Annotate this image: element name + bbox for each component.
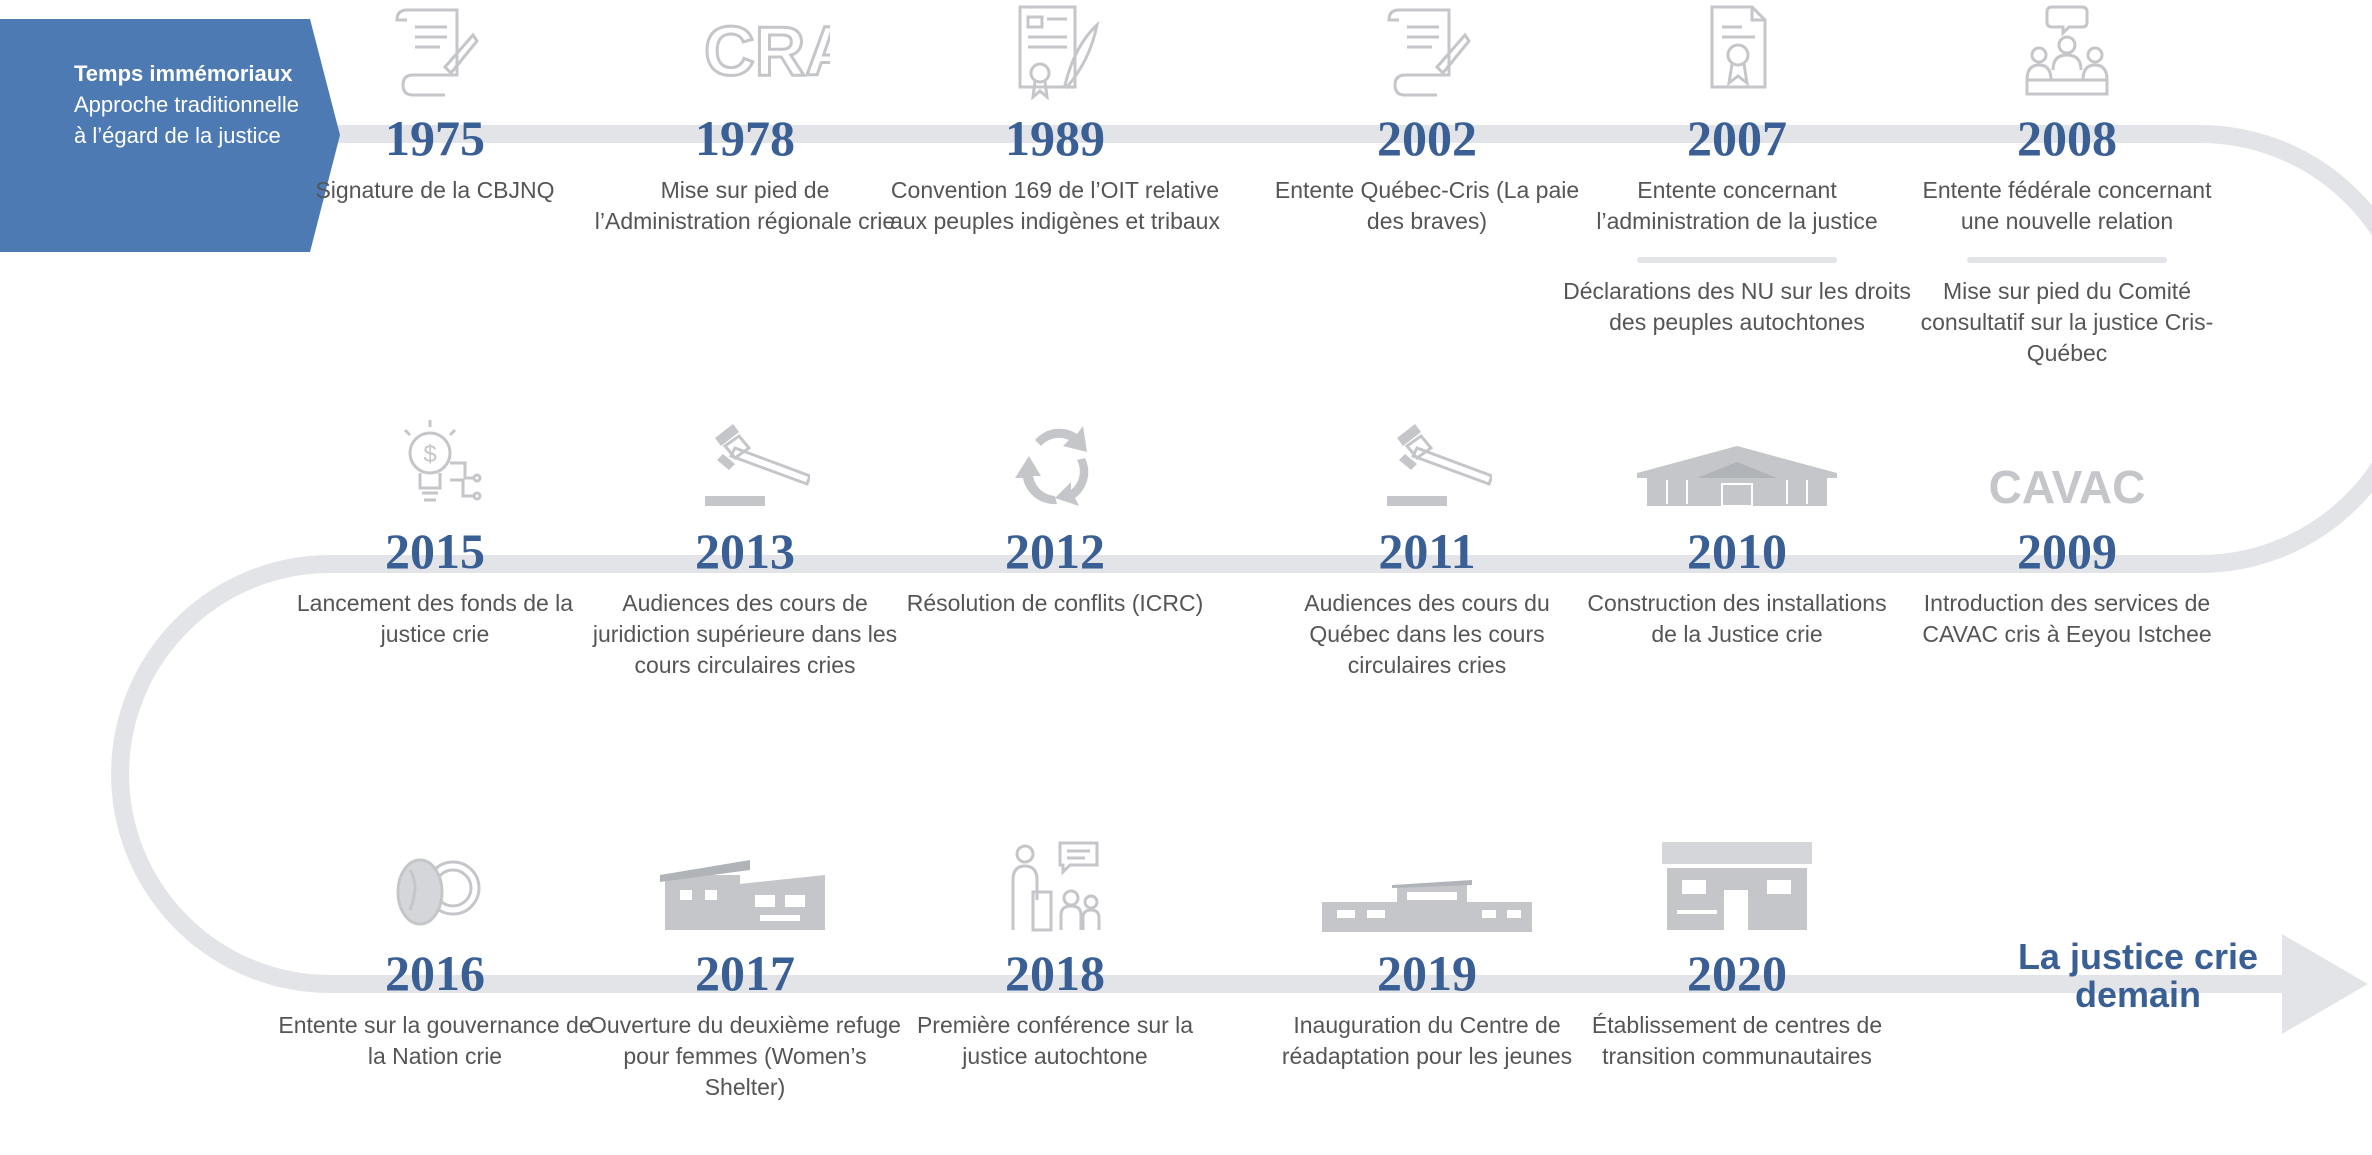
start-label: Temps immémoriaux Approche traditionnell…: [74, 58, 304, 151]
event-description-secondary: Mise sur pied du Comité consultatif sur …: [1920, 278, 2214, 366]
event-separator: [1637, 257, 1837, 263]
event-year: 1989: [1005, 110, 1105, 166]
event-separator: [1967, 257, 2167, 263]
event-year: 2007: [1687, 110, 1787, 166]
recycle-arrows-icon: [1015, 426, 1089, 506]
event-year: 1978: [695, 110, 795, 166]
event-description: Entente concernant l’administration de l…: [1596, 177, 1878, 234]
event-year: 2002: [1377, 110, 1477, 166]
end-label-line1: La justice crie: [2017, 936, 2259, 977]
start-title: Temps immémoriaux: [74, 61, 293, 86]
event-year: 1975: [385, 110, 485, 166]
event-year: 2018: [1005, 945, 1105, 1001]
event-description: Établissement de centres de transition c…: [1591, 1012, 1883, 1069]
document-quill-icon: [395, 8, 479, 97]
event-year: 2016: [385, 945, 485, 1001]
event-description: Entente fédérale concernant une nouvelle…: [1922, 177, 2212, 234]
timeline-arrowhead: [2282, 934, 2368, 1034]
svg-text:CAVAC: CAVAC: [1989, 461, 2146, 513]
gavel-icon: [705, 424, 810, 506]
cra-logo-icon: CRA: [703, 11, 830, 92]
event-description: Construction des installations de la Jus…: [1587, 590, 1887, 647]
event-description: Signature de la CBJNQ: [315, 177, 555, 203]
start-subtitle: Approche traditionnelle à l’égard de la …: [74, 92, 300, 148]
event-year: 2012: [1005, 523, 1105, 579]
event-description: Audiences des cours du Québec dans les c…: [1304, 590, 1550, 678]
rehab-center-icon: [1322, 880, 1532, 932]
event-description: Convention 169 de l’OIT relative aux peu…: [890, 177, 1220, 234]
document-quill-icon: [1387, 8, 1471, 97]
event-year: 2008: [2017, 110, 2117, 166]
meeting-people-icon: [2025, 5, 2109, 96]
event-description: Lancement des fonds de la justice crie: [296, 590, 574, 647]
certificate-icon: [1710, 5, 1767, 89]
end-label-line2: demain: [2074, 974, 2202, 1015]
event-description: Ouverture du deuxième refuge pour femmes…: [589, 1012, 901, 1100]
event-year: 2010: [1687, 523, 1787, 579]
funding-lightbulb-icon: $: [403, 420, 482, 502]
transition-house-icon: [1662, 842, 1812, 930]
event-description: Première conférence sur la justice autoc…: [916, 1012, 1194, 1069]
event-year: 2015: [385, 523, 485, 579]
shelter-building-icon: [660, 860, 825, 930]
event-description: Mise sur pied de l’Administration région…: [594, 177, 896, 234]
certificate-quill-icon: [1018, 5, 1100, 100]
event-year: 2020: [1687, 945, 1787, 1001]
event-description: Audiences des cours de juridiction supér…: [592, 590, 898, 678]
event-description: Résolution de conflits (ICRC): [906, 590, 1204, 616]
event-description: Entente sur la gouvernance de la Nation …: [278, 1012, 592, 1069]
start-marker: [0, 19, 340, 252]
event-year: 2019: [1377, 945, 1477, 1001]
event-description: Entente Québec-Cris (La paie des braves): [1274, 177, 1580, 234]
event-year: 2017: [695, 945, 795, 1001]
end-label: La justice crie demain: [1988, 938, 2288, 1014]
event-year: 2009: [2017, 523, 2117, 579]
gavel-icon: [1387, 424, 1492, 506]
event-description: Inauguration du Centre de réadaptation p…: [1281, 1012, 1573, 1069]
event-description-secondary: Déclarations des NU sur les droits des p…: [1563, 278, 1911, 335]
cavac-logo-icon: CAVAC: [1989, 461, 2146, 513]
conference-speaker-icon: [1011, 841, 1101, 932]
svg-text:CRA: CRA: [704, 12, 830, 90]
drum-seal-icon: [396, 858, 481, 926]
event-year: 2011: [1378, 523, 1476, 579]
svg-text:$: $: [423, 441, 436, 468]
event-year: 2013: [695, 523, 795, 579]
justice-building-icon: [1637, 446, 1837, 507]
event-description: Introduction des services de CAVAC cris …: [1922, 590, 2212, 647]
